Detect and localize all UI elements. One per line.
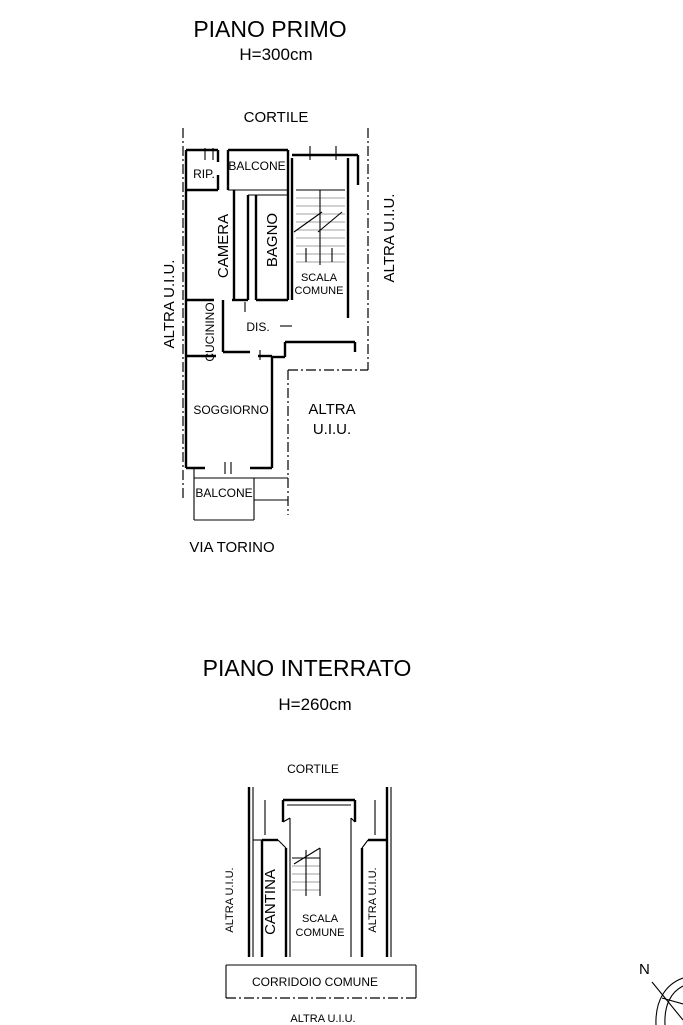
- basement-neighbor-left: ALTRA U.I.U.: [224, 867, 236, 932]
- room-label-cellar: CANTINA: [262, 869, 279, 935]
- first-floor-staircase: [290, 146, 360, 318]
- first-floor-height: H=300cm: [239, 45, 312, 64]
- basement-title: PIANO INTERRATO: [203, 655, 412, 681]
- first-floor-neighbor-right: ALTRA U.I.U.: [381, 194, 398, 283]
- basement-staircase: [292, 847, 321, 896]
- room-label-kitchenette: CUCININO: [203, 302, 217, 361]
- first-floor-street-label: VIA TORINO: [189, 539, 274, 556]
- basement-stair-2: COMUNE: [296, 927, 345, 939]
- first-floor-lower-balcony: [193, 462, 288, 521]
- first-floor-walls: [184, 148, 357, 470]
- room-label-rip: RIP.: [193, 167, 215, 181]
- room-label-balcony-top: BALCONE: [228, 159, 285, 173]
- first-floor-courtyard-label: CORTILE: [244, 109, 309, 126]
- room-label-stair-1: SCALA: [301, 272, 338, 284]
- room-label-bedroom: CAMERA: [215, 214, 232, 278]
- basement-plan: PIANO INTERRATO H=260cm CORTILE: [203, 655, 417, 1025]
- room-label-balcony-bottom: BALCONE: [195, 486, 252, 500]
- basement-corridor: [225, 964, 417, 999]
- compass-rose: N: [639, 961, 683, 1025]
- first-floor-plan: PIANO PRIMO H=300cm CORTILE: [161, 16, 398, 556]
- basement-neighbor-bottom: ALTRA U.I.U.: [290, 1013, 355, 1025]
- first-floor-neighbor-inner-2: U.I.U.: [313, 421, 351, 438]
- basement-walls: [247, 787, 392, 957]
- room-label-living: SOGGIORNO: [193, 403, 268, 417]
- first-floor-neighbor-inner-1: ALTRA: [308, 401, 355, 418]
- basement-stair-1: SCALA: [302, 913, 339, 925]
- compass-north-label: N: [639, 961, 650, 978]
- room-label-bathroom: BAGNO: [264, 213, 281, 267]
- compass-icon: [651, 977, 683, 1025]
- room-label-stair-2: COMUNE: [295, 285, 344, 297]
- room-label-hall: DIS.: [246, 320, 269, 334]
- first-floor-property-lines: [182, 128, 369, 515]
- basement-courtyard-label: CORTILE: [287, 762, 339, 776]
- first-floor-title: PIANO PRIMO: [193, 16, 346, 42]
- basement-corridor-label: CORRIDOIO COMUNE: [252, 975, 378, 989]
- first-floor-neighbor-left: ALTRA U.I.U.: [161, 260, 178, 349]
- basement-height: H=260cm: [278, 695, 351, 714]
- basement-neighbor-right: ALTRA U.I.U.: [367, 867, 379, 932]
